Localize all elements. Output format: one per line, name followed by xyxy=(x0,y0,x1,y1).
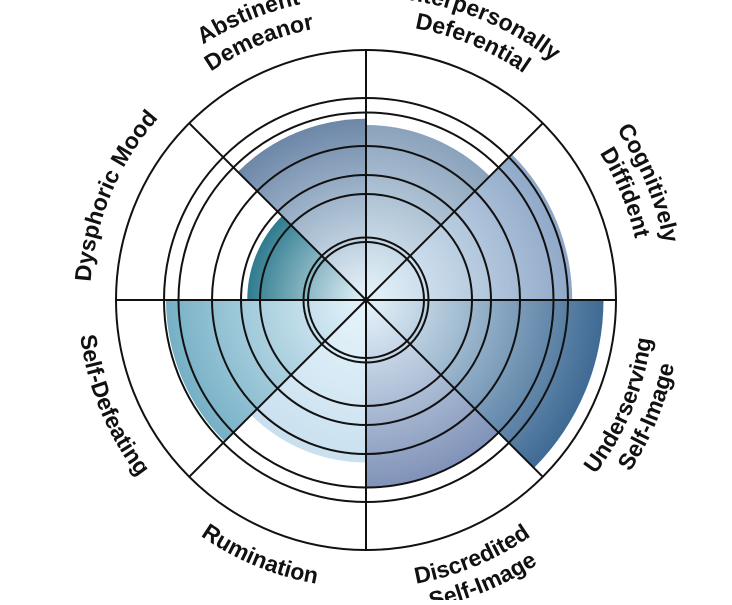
category-label: Self-Defeating xyxy=(75,332,155,480)
category-label: Dysphoric Mood xyxy=(70,105,163,283)
category-label: Rumination xyxy=(198,518,321,588)
sector-6 xyxy=(247,216,366,300)
sector-7 xyxy=(237,118,366,300)
sector-0 xyxy=(366,125,490,300)
grid-layer xyxy=(115,49,617,551)
spoke-5 xyxy=(188,299,367,478)
sector-2 xyxy=(366,300,604,468)
spoke-1 xyxy=(365,122,544,301)
spoke-3 xyxy=(365,299,544,478)
spoke-7 xyxy=(188,122,367,301)
